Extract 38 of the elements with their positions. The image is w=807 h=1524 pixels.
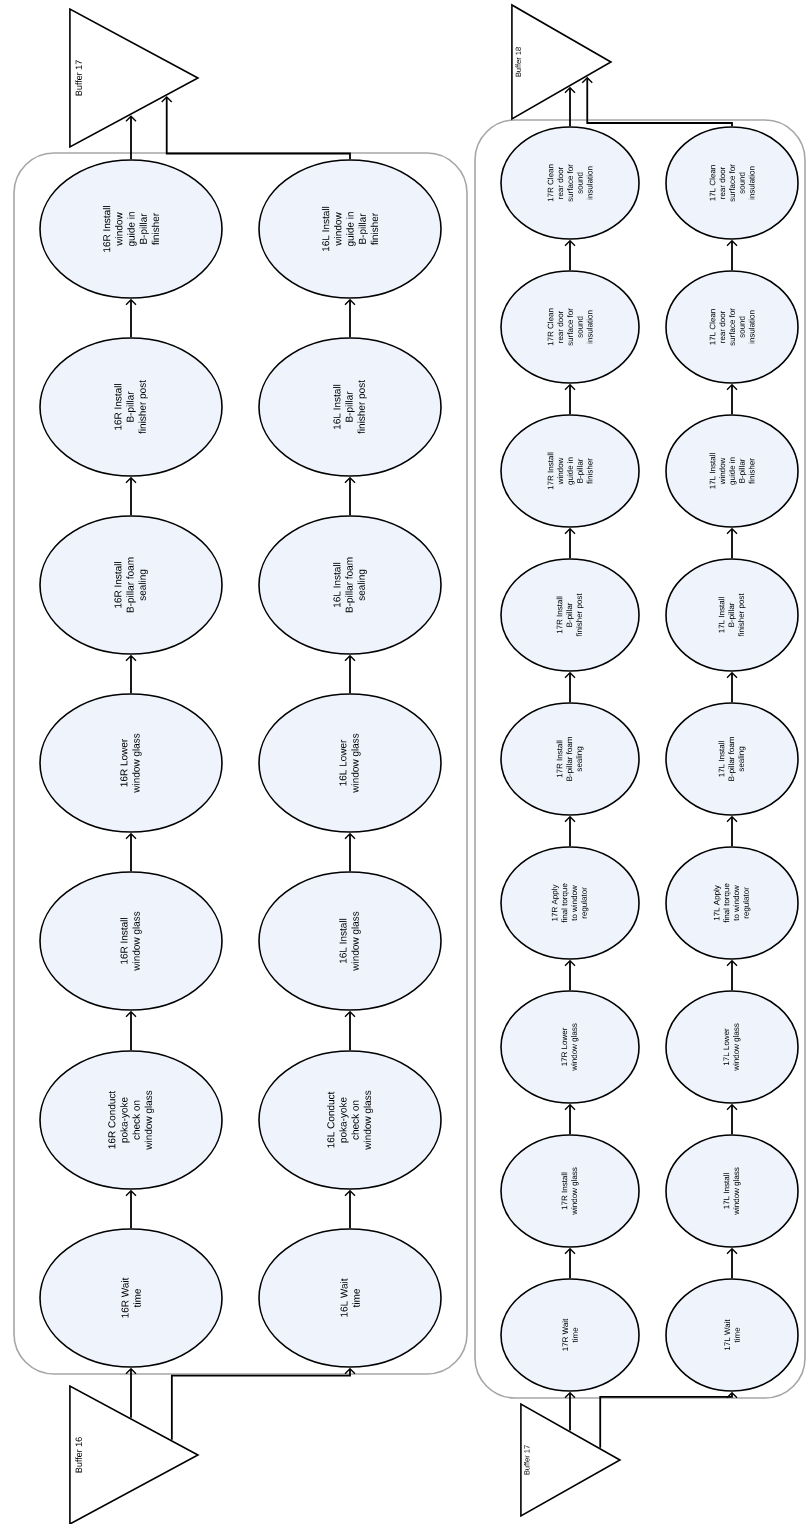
arrow	[344, 298, 356, 339]
arrow	[726, 383, 738, 416]
arrow	[344, 832, 356, 873]
arrow	[726, 527, 738, 560]
arrow	[599, 1391, 738, 1449]
group-frame	[13, 152, 468, 1375]
arrow	[564, 671, 576, 704]
arrow	[564, 527, 576, 560]
arrow	[726, 815, 738, 848]
arrow	[125, 298, 137, 339]
arrow	[344, 654, 356, 695]
arrow	[581, 76, 733, 128]
arrow	[161, 95, 351, 161]
arrow	[125, 476, 137, 517]
arrow	[564, 1247, 576, 1280]
arrow	[726, 671, 738, 704]
arrow	[564, 239, 576, 272]
arrow	[125, 654, 137, 695]
arrow	[344, 1189, 356, 1230]
arrow	[726, 1103, 738, 1136]
arrow	[125, 115, 137, 161]
arrow	[564, 1103, 576, 1136]
arrow	[726, 1247, 738, 1280]
arrow	[564, 1391, 576, 1432]
arrow	[564, 383, 576, 416]
arrow	[125, 1367, 137, 1419]
arrow	[726, 959, 738, 992]
arrow	[564, 959, 576, 992]
arrow	[726, 239, 738, 272]
arrow	[344, 1010, 356, 1052]
group-frame	[474, 119, 806, 1399]
arrow	[564, 815, 576, 848]
arrow	[344, 476, 356, 517]
arrow	[125, 832, 137, 873]
arrow	[170, 1367, 356, 1441]
arrow	[125, 1189, 137, 1230]
arrow	[125, 1010, 137, 1052]
arrow	[564, 86, 576, 128]
